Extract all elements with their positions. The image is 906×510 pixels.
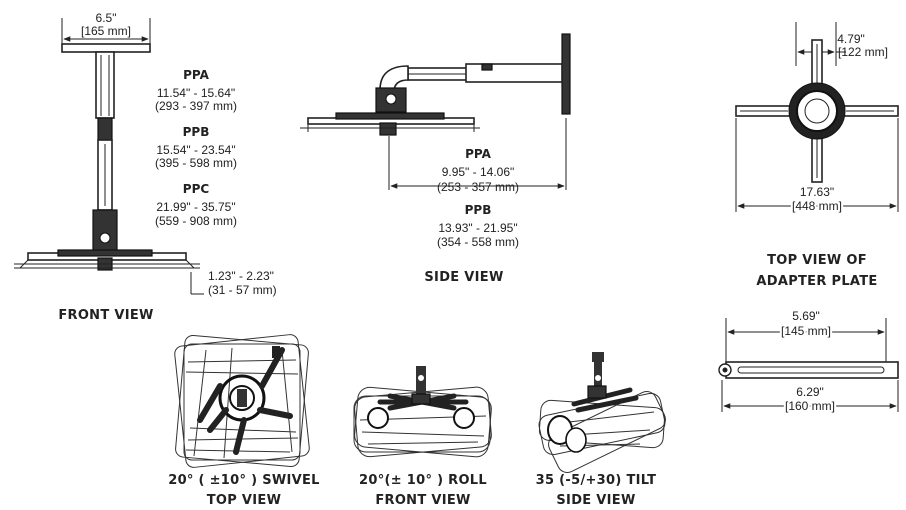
front-ppc-mm: (559 - 908 mm) bbox=[155, 214, 237, 228]
roll-caption-2: FRONT VIEW bbox=[375, 493, 470, 508]
front-ppb-mm: (395 - 598 mm) bbox=[155, 156, 237, 170]
svg-text:[160 mm]: [160 mm] bbox=[785, 399, 835, 413]
adapter-side-outer-in: 6.29" bbox=[796, 385, 824, 399]
side-ppb-label: PPB bbox=[465, 203, 492, 217]
adapter-inner-mm: [122 mm] bbox=[838, 45, 888, 59]
front-ppc-in: 21.99" - 35.75" bbox=[156, 200, 235, 214]
side-ppa-mm: (253 - 357 mm) bbox=[437, 180, 519, 194]
side-ppa-label: PPA bbox=[465, 147, 491, 161]
tilt-caption-1: 35 (-5/+30) TILT bbox=[536, 473, 657, 488]
front-drop-in: 1.23" - 2.23" bbox=[208, 269, 274, 283]
front-top-width: 6.5" bbox=[96, 11, 117, 25]
adapter-side-outer-mm: [160 mm] bbox=[785, 399, 835, 413]
roll-caption-1: 20°(± 10° ) ROLL bbox=[359, 473, 487, 488]
front-ppb-label: PPB bbox=[183, 125, 210, 139]
side-ppb-in: 13.93" - 21.95" bbox=[438, 221, 517, 235]
front-top-width-mm: [165 mm] bbox=[81, 24, 131, 38]
side-ppa-in: 9.95" - 14.06" bbox=[442, 165, 515, 179]
roll-sketch bbox=[353, 366, 492, 458]
side-view-drawing bbox=[300, 33, 571, 190]
svg-text:[448 mm]: [448 mm] bbox=[792, 199, 842, 213]
svg-text:[145 mm]: [145 mm] bbox=[781, 324, 831, 338]
swivel-caption-2: TOP VIEW bbox=[207, 493, 282, 508]
front-ppb-in: 15.54" - 23.54" bbox=[156, 143, 235, 157]
adapter-side-inner-in: 5.69" bbox=[792, 309, 820, 323]
side-ppb-mm: (354 - 558 mm) bbox=[437, 235, 519, 249]
adapter-side-drawing bbox=[718, 318, 899, 412]
adapter-caption-1: TOP VIEW OF bbox=[767, 253, 867, 268]
tilt-sketch bbox=[538, 352, 666, 473]
front-ppa-label: PPA bbox=[183, 68, 209, 82]
front-drop-mm: (31 - 57 mm) bbox=[208, 283, 277, 297]
adapter-top-drawing bbox=[735, 22, 899, 212]
front-ppa-mm: (293 - 397 mm) bbox=[155, 99, 237, 113]
front-view-caption: FRONT VIEW bbox=[58, 308, 153, 323]
adapter-caption-2: ADAPTER PLATE bbox=[756, 274, 877, 289]
adapter-inner-in: 4.79" bbox=[837, 32, 865, 46]
adapter-outer-in: 17.63" bbox=[800, 185, 834, 199]
swivel-sketch bbox=[174, 334, 310, 468]
adapter-side-inner-mm: [145 mm] bbox=[781, 324, 831, 338]
adapter-outer-mm: [448 mm] bbox=[792, 199, 842, 213]
side-view-caption: SIDE VIEW bbox=[424, 270, 503, 285]
front-ppc-label: PPC bbox=[183, 182, 210, 196]
front-view-drawing bbox=[14, 18, 204, 295]
swivel-caption-1: 20° ( ±10° ) SWIVEL bbox=[168, 473, 320, 488]
front-ppa-in: 11.54" - 15.64" bbox=[157, 86, 235, 100]
tilt-caption-2: SIDE VIEW bbox=[556, 493, 635, 508]
